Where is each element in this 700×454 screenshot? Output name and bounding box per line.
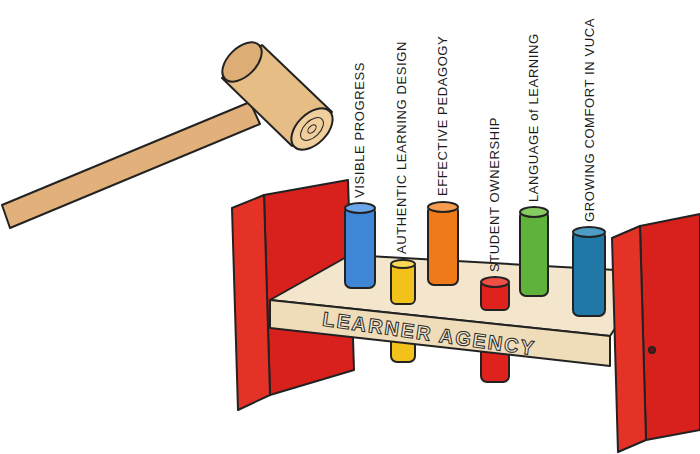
end-block (232, 195, 270, 410)
end-block-side (640, 214, 700, 440)
peg-label: LANGUAGE of LEARNING (526, 33, 542, 202)
peg (428, 205, 458, 285)
peg-label: EFFECTIVE PEDAGOGY (435, 36, 451, 196)
peg (573, 230, 605, 316)
peg-top (345, 203, 375, 213)
peg-label: AUTHENTIC LEARNING DESIGN (394, 41, 410, 254)
mallet-end (284, 101, 341, 158)
mallet-end (215, 35, 269, 89)
wood-ring (306, 123, 317, 134)
peg-label: VISIBLE PROGRESS (352, 62, 368, 198)
peg-top (428, 202, 458, 212)
plank-front (270, 300, 610, 366)
peg-hole (649, 347, 655, 353)
peg (345, 206, 375, 288)
peg-top (481, 277, 509, 287)
peg-label: GROWING COMFORT IN VUCA (582, 18, 598, 222)
peg (520, 210, 548, 296)
mallet-handle (2, 102, 260, 228)
peg-top (520, 207, 548, 217)
end-block (612, 226, 646, 452)
wood-ring (296, 113, 327, 144)
peg-label: STUDENT OWNERSHIP (487, 117, 503, 272)
peg-top (573, 227, 605, 237)
peg-top (391, 260, 415, 268)
